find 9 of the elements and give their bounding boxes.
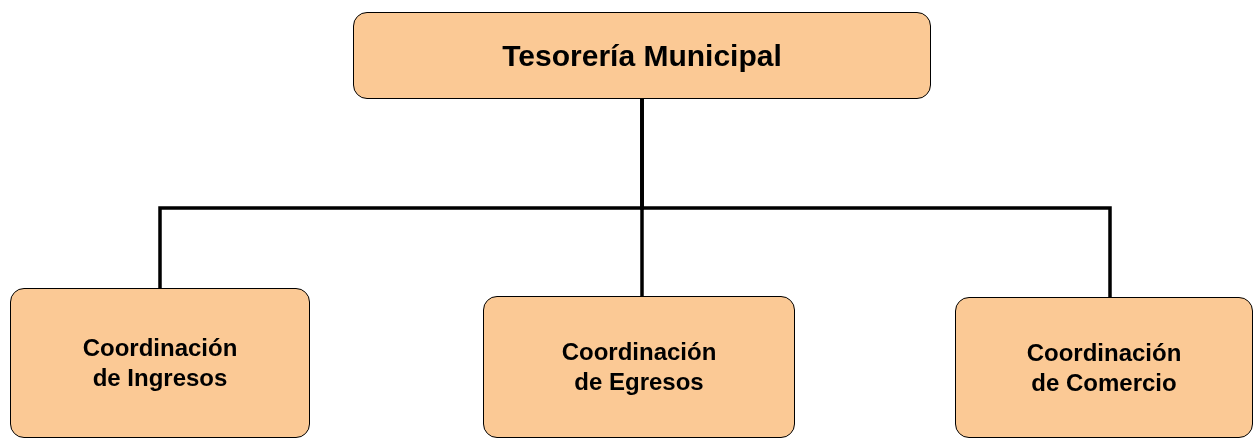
connector-line xyxy=(640,99,1112,297)
org-box xyxy=(353,12,931,99)
box-label: Coordinación de Egresos xyxy=(561,337,717,397)
box-label: Coordinación de Ingresos xyxy=(82,333,238,393)
org-box xyxy=(483,296,795,438)
box-label: Tesorería Municipal xyxy=(502,37,782,74)
box-label: Coordinación de Comercio xyxy=(1026,337,1182,398)
org-box xyxy=(955,297,1253,438)
org-box xyxy=(10,288,310,438)
